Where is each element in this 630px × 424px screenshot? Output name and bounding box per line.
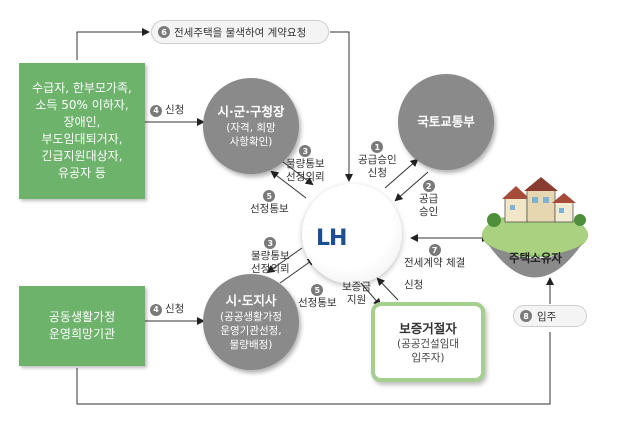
step-2-label: 2 공급 승인: [419, 180, 438, 219]
step-8-pill: 8 입주: [513, 305, 587, 327]
ministry-circle: 국토교통부: [398, 74, 494, 170]
apply-label: 신청: [165, 303, 185, 315]
step-3-bottom-label: 3 물량통보 선정의뢰: [251, 237, 290, 276]
step-label-line: 공급: [419, 193, 439, 205]
ministry-title: 국토교통부: [417, 114, 475, 129]
city-mayor-circle: 시·군·구청장 (자격, 희망 사항확인): [203, 78, 299, 174]
step-number-badge: 6: [158, 26, 170, 38]
city-mayor-title: 시·군·구청장: [217, 103, 285, 119]
deposit-support-label: 보증금 지원: [342, 281, 371, 307]
city-mayor-sub: (자격, 희망: [226, 121, 276, 134]
step-label-line: 선정통보: [250, 203, 289, 215]
province-governor-sub: 운영기관선정,: [220, 324, 282, 337]
step-number-badge: 5: [263, 190, 276, 202]
guarantor-sub: (공공건설임대: [396, 337, 460, 350]
owner-island: [482, 177, 588, 278]
step-number-badge: 8: [520, 310, 532, 322]
province-governor-sub: 물량배정): [229, 338, 273, 351]
step-1-label: 1 공급승인 신청: [358, 141, 397, 180]
applicant-line: 유공자 등: [58, 166, 106, 180]
step-label-line: 지원: [346, 294, 367, 306]
step-4-apply-bottom: 4 신청: [150, 303, 184, 316]
applicant-line: 수급자, 한부모가족,: [32, 81, 132, 95]
move-in-label: 입주: [537, 310, 557, 323]
s5-bottom-arrow: [279, 257, 316, 284]
step-label-line: 전세계약 체결: [404, 257, 466, 269]
step-number-badge: 3: [264, 237, 277, 249]
step-number-badge: 5: [311, 284, 324, 296]
top-loop-line: [76, 28, 150, 60]
s1-arrow: [384, 158, 419, 189]
step-4-apply-top: 4 신청: [150, 104, 184, 117]
province-governor-title: 시·도지사: [225, 292, 277, 308]
step-3-top-label: 3 물량통보 선정의뢰: [286, 145, 325, 184]
lh-logo-text: LH: [316, 226, 347, 251]
step-7-label: 7 전세계약 체결: [404, 244, 465, 270]
bottom-loop-line: [76, 332, 551, 405]
operator-line: 공동생활가정: [48, 310, 116, 324]
guarantor-sub: 입주자): [411, 351, 445, 364]
step-number-badge: 2: [422, 180, 435, 192]
applicant-line: 긴급지원대상자,: [41, 149, 123, 163]
house-owner-label: 주택소유자: [509, 251, 562, 265]
applicant-line: 부도임대퇴거자,: [41, 132, 123, 146]
step-label-line: 선정통보: [298, 297, 337, 309]
step-number-badge: 4: [150, 303, 162, 316]
operator-line: 운영희망기관: [48, 327, 116, 341]
top-loop-line-2: [330, 31, 353, 182]
step-number-badge: 3: [299, 145, 312, 157]
s3-bottom-arrow: [266, 247, 303, 274]
step-5-bottom-label: 5 선정통보: [298, 284, 337, 310]
applicant-line: 장애인,: [63, 115, 101, 129]
city-mayor-sub: 사항확인): [229, 135, 273, 148]
lh-logo-circle: [302, 184, 402, 284]
province-governor-circle: 시·도지사 (공공생활가정 운영기관선정, 물량배정): [203, 274, 299, 370]
step-number-badge: 7: [428, 244, 441, 256]
step-label-line: 물량통보: [251, 250, 290, 262]
s3-top-arrow: [277, 157, 314, 186]
step-label-line: 선정의뢰: [251, 263, 290, 275]
group-home-operators-box: 공동생활가정 운영희망기관: [19, 286, 145, 366]
step-number-badge: 1: [371, 141, 384, 153]
eligible-applicants-box: 수급자, 한부모가족, 소득 50% 이하자, 장애인, 부도임대퇴거자, 긴급…: [19, 63, 145, 199]
step-label-line: 선정의뢰: [286, 171, 325, 183]
step-label-line: 공급승인: [358, 154, 397, 166]
s5-top-arrow: [270, 170, 307, 199]
step-6-label: 전세주택을 물색하여 계약요청: [174, 26, 307, 39]
step-label-line: 신청: [367, 167, 387, 179]
step-label-line: 승인: [419, 206, 439, 218]
step-label-line: 신청: [404, 279, 424, 291]
step-6-pill: 6 전세주택을 물색하여 계약요청: [151, 20, 329, 44]
s2-arrow: [394, 171, 429, 202]
guarantee-rejected-box: 보증거절자 (공공건설임대 입주자): [371, 302, 485, 382]
guarantor-apply-label: 신청: [404, 279, 423, 292]
applicant-line: 소득 50% 이하자,: [35, 98, 129, 112]
step-5-top-label: 5 선정통보: [250, 190, 289, 216]
deposit-arrow: [359, 281, 382, 307]
step-label-line: 보증금: [342, 281, 371, 293]
step-number-badge: 4: [150, 104, 162, 117]
apply-label: 신청: [165, 104, 185, 116]
province-governor-sub: (공공생활가정: [219, 310, 283, 323]
guarantor-title: 보증거절자: [399, 320, 457, 336]
step-label-line: 물량통보: [286, 158, 325, 170]
guarantor-apply-arrow: [376, 277, 399, 301]
